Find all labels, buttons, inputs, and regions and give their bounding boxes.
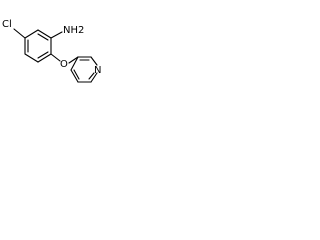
pyridine-ring (70, 56, 98, 83)
chemical-structure: Cl NH2 O N (2, 19, 101, 83)
double-bond-p5-p6 (73, 69, 80, 80)
bond-o-c3prime (68, 56, 79, 64)
double-bond-c1-c2 (37, 33, 49, 41)
double-bond-n-p4 (88, 72, 95, 80)
bond-p6-p1 (70, 56, 79, 71)
bond-c6-c1 (24, 29, 39, 39)
bond-c3-o (50, 53, 61, 62)
bond-c2-n (50, 31, 63, 39)
bond-n-p4 (90, 72, 98, 83)
bond-p2-n (90, 56, 98, 66)
chlorine-label: Cl (2, 19, 12, 30)
bond-p5-p6 (70, 69, 79, 83)
pyridine-nitrogen-label: N (94, 65, 101, 76)
bond-c4-c5 (24, 53, 39, 63)
bond-c6-cl (13, 28, 26, 39)
bond-c1-c2 (37, 29, 52, 39)
double-bond-c3-c4 (37, 51, 49, 59)
benzene-ring (24, 29, 52, 63)
bond-c3-c4 (37, 53, 52, 63)
ether-oxygen-label: O (60, 59, 68, 70)
amine-label: NH2 (63, 25, 84, 36)
